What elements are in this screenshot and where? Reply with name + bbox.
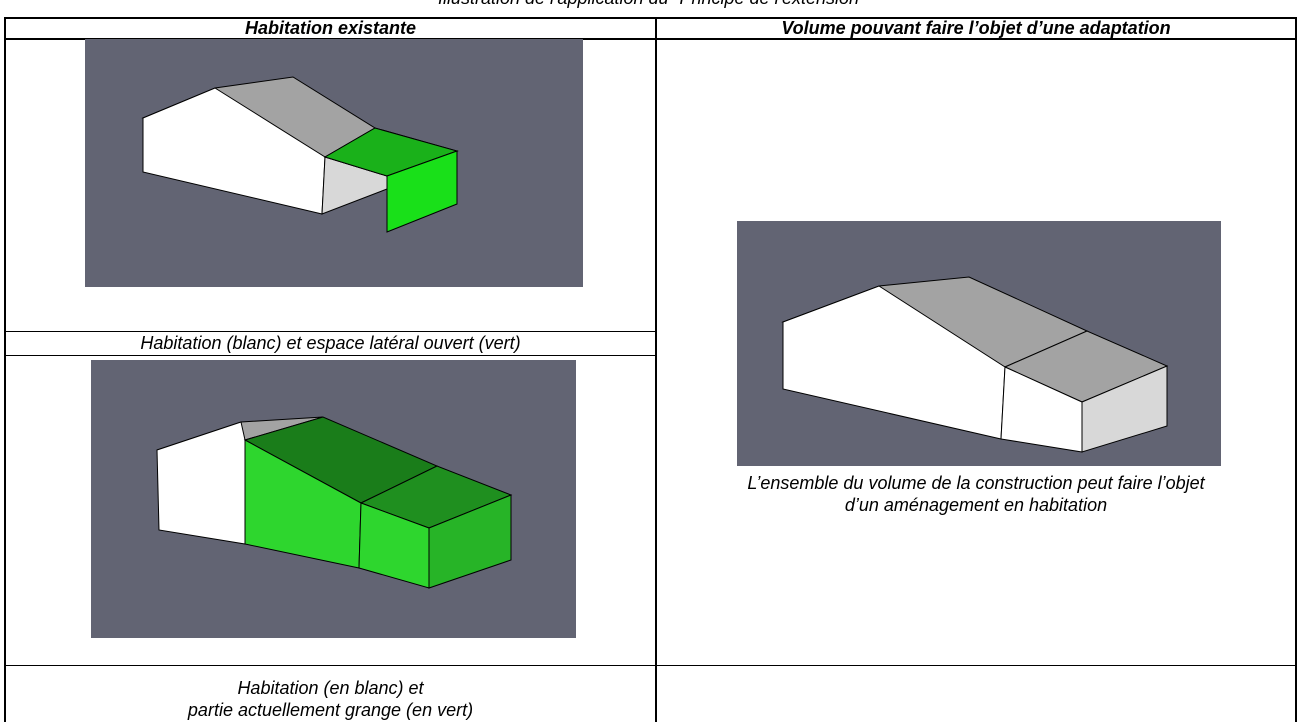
caption-whole-volume-line1: L’ensemble du volume de la construction …: [747, 473, 1205, 493]
scene-house-barn: [91, 360, 576, 638]
table-middle-border: [655, 17, 657, 722]
page-top-caption: Illustration de l'application du “Princi…: [0, 0, 1303, 9]
house-open-space-figure: [141, 76, 459, 233]
green-wall: [386, 150, 458, 233]
adapt-side-wall: [1081, 365, 1168, 453]
row-divider-1: [4, 331, 657, 332]
row-divider-2: [4, 355, 657, 356]
table-left-border: [4, 17, 6, 722]
caption-open-space: Habitation (blanc) et espace latéral ouv…: [140, 333, 521, 353]
whole-volume-figure: [781, 276, 1169, 453]
barn-wall-side: [428, 494, 512, 589]
caption-barn-line2: partie actuellement grange (en vert): [187, 700, 474, 720]
caption-whole-volume-line2: d’un aménagement en habitation: [844, 495, 1108, 515]
scene-house-open-space: [85, 39, 583, 287]
header-adaptable-volume: Volume pouvant faire l’objet d’une adapt…: [781, 18, 1171, 38]
caption-barn-line1: Habitation (en blanc) et: [237, 678, 424, 698]
house-white-wall: [156, 421, 246, 545]
table-right-border: [1295, 17, 1297, 722]
row-divider-3: [4, 665, 1297, 666]
table-top-border: [4, 17, 1297, 19]
table-header-divider: [4, 38, 1297, 40]
header-existing-housing: Habitation existante: [244, 18, 417, 38]
scene-whole-volume: [737, 221, 1221, 466]
house-barn-figure: [156, 416, 513, 589]
